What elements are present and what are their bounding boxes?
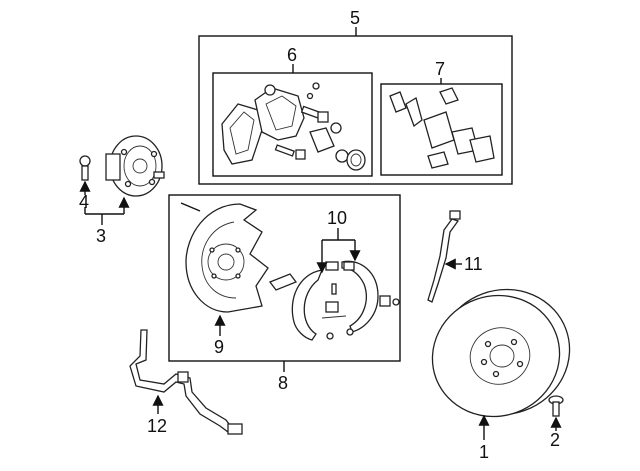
callout-8: 8 bbox=[278, 373, 288, 393]
hub-bearing-drawing bbox=[105, 135, 165, 197]
rotor-screw-drawing bbox=[548, 395, 564, 417]
caliper-assembly-box bbox=[198, 27, 513, 185]
backing-plate-drawing bbox=[180, 202, 269, 313]
callout-5: 5 bbox=[350, 8, 360, 28]
callout-10: 10 bbox=[327, 208, 347, 228]
callout-3: 3 bbox=[96, 226, 106, 246]
brake-rotor-drawing bbox=[431, 288, 571, 418]
callout-2: 2 bbox=[550, 430, 560, 450]
brake-pads-drawing bbox=[389, 87, 495, 169]
brake-hose-drawing bbox=[427, 210, 461, 303]
parking-brake-box bbox=[168, 194, 401, 372]
brake-shoes-drawing bbox=[268, 260, 400, 341]
callout-12: 12 bbox=[147, 416, 167, 436]
callout-6: 6 bbox=[287, 45, 297, 65]
caliper-drawing bbox=[221, 82, 366, 171]
callout-9: 9 bbox=[214, 337, 224, 357]
callout-4: 4 bbox=[79, 192, 89, 212]
hub-bolt-drawing bbox=[79, 155, 91, 181]
callout-7: 7 bbox=[435, 59, 445, 79]
abs-sensor-drawing bbox=[129, 329, 243, 435]
callout-11: 11 bbox=[464, 254, 483, 274]
callout-labels: 1 2 3 4 5 6 7 8 9 10 11 12 bbox=[79, 8, 560, 462]
callout-1: 1 bbox=[479, 442, 489, 462]
